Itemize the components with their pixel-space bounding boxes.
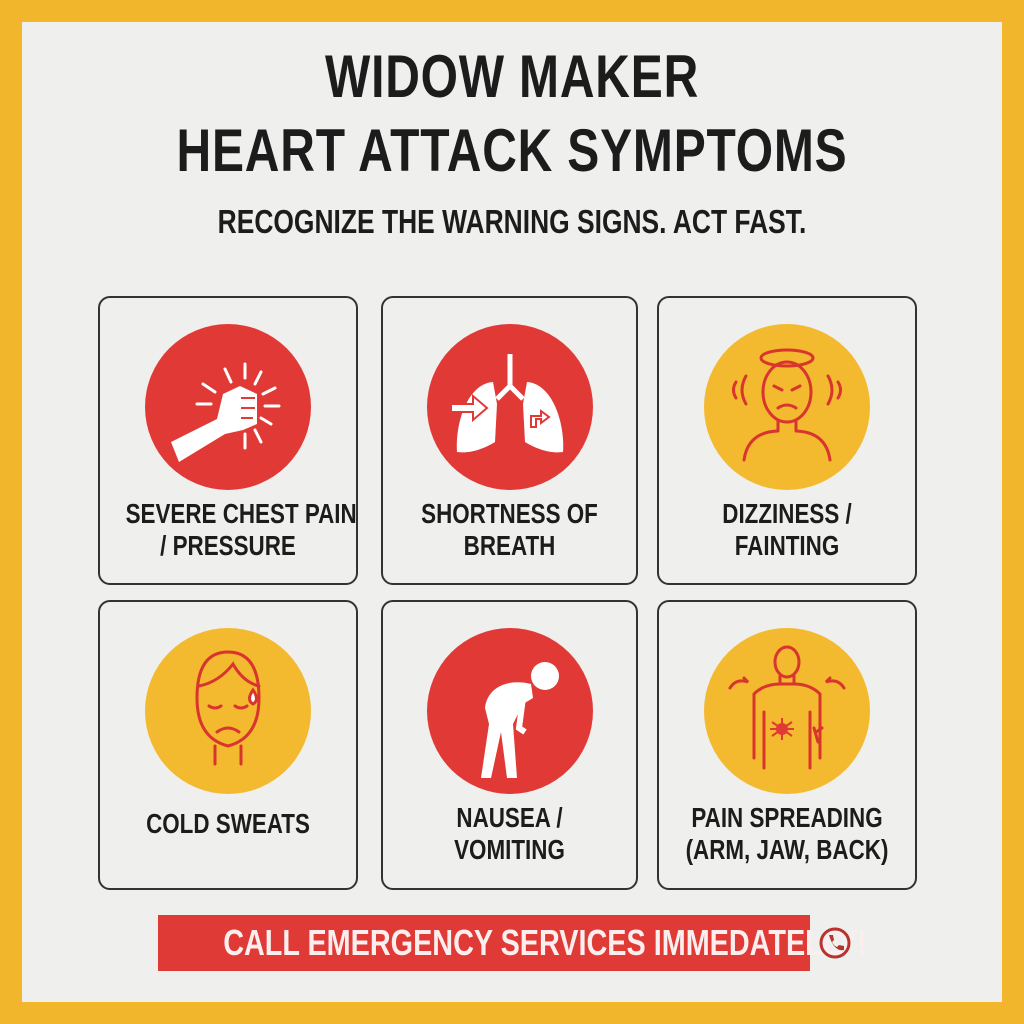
symptom-label: PAIN SPREADING (691, 802, 883, 833)
symptom-label: VOMITING (454, 834, 565, 865)
emergency-call-banner: CALL EMERGENCY SERVICES IMMEDATELLY! (158, 915, 867, 971)
symptom-label: (ARM, JAW, BACK) (685, 834, 889, 865)
subtitle: RECOGNIZE THE WARNING SIGNS. ACT FAST. (217, 203, 807, 240)
symptom-card-nausea: NAUSEA / VOMITING (381, 600, 638, 890)
symptom-card-shortness-of-breath: SHORTNESS OF BREATH (381, 296, 638, 585)
title-line-2: HEART ATTACK SYMPTOMS (176, 117, 848, 184)
symptom-label: / PRESSURE (160, 530, 296, 561)
bent-over-person-icon (426, 628, 593, 794)
sweating-face-icon (145, 628, 311, 794)
symptom-card-dizziness: DIZZINESS / FAINTING (657, 296, 917, 585)
emergency-call-text: CALL EMERGENCY SERVICES IMMEDATELLY! (223, 922, 867, 963)
symptom-label: SHORTNESS OF (421, 498, 598, 529)
symptom-card-pain-spreading: PAIN SPREADING (ARM, JAW, BACK) (657, 600, 917, 890)
lungs-icon (426, 324, 593, 490)
symptom-label: COLD SWEATS (146, 808, 310, 839)
symptom-label: DIZZINESS / (722, 498, 852, 529)
fist-chest-pain-icon (145, 324, 311, 490)
title-line-1: WIDOW MAKER (324, 43, 700, 110)
symptom-card-chest-pain: SEVERE CHEST PAIN / PRESSURE (98, 296, 358, 585)
symptom-card-cold-sweats: COLD SWEATS (98, 600, 358, 890)
symptom-label: BREATH (463, 530, 556, 561)
symptom-label: SEVERE CHEST PAIN (125, 498, 357, 529)
symptom-label: NAUSEA / (456, 802, 563, 833)
dizzy-person-icon (704, 324, 870, 490)
phone-icon (819, 927, 851, 959)
symptom-label: FAINTING (734, 530, 840, 561)
radiating-pain-torso-icon (704, 628, 870, 794)
